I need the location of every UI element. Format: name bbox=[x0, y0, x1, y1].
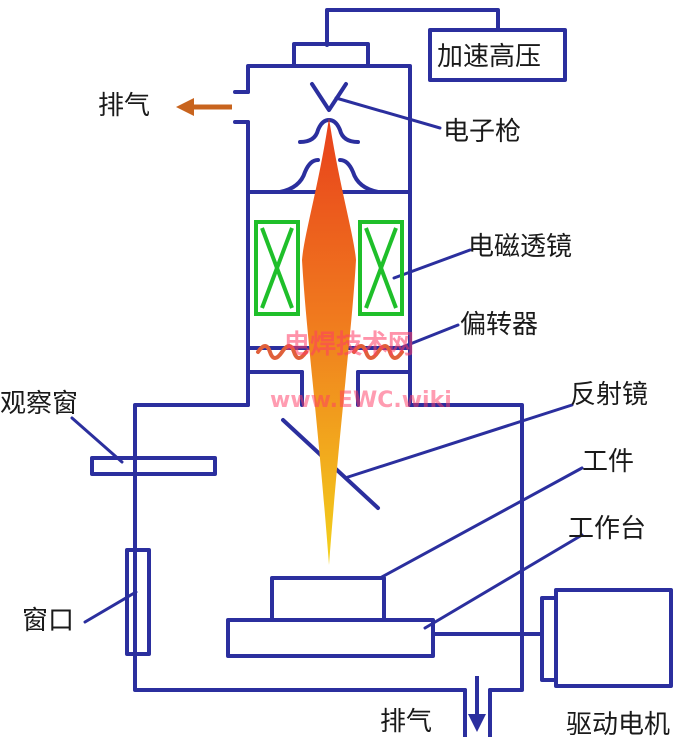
label-workpiece: 工件 bbox=[582, 447, 634, 477]
leader-window-port bbox=[83, 590, 138, 624]
watermark-line1: 电焊技术网 bbox=[284, 330, 414, 360]
leader-deflector bbox=[398, 323, 460, 350]
leader-viewing-window bbox=[70, 416, 124, 464]
label-drive-motor: 驱动电机 bbox=[566, 710, 670, 737]
anode bbox=[278, 158, 380, 194]
label-viewing-window: 观察窗 bbox=[0, 389, 78, 419]
label-window-port: 窗口 bbox=[22, 606, 74, 636]
accel-voltage-box bbox=[428, 28, 567, 82]
viewing-window bbox=[90, 456, 217, 476]
label-deflector: 偏转器 bbox=[460, 310, 538, 340]
chamber bbox=[133, 403, 524, 692]
watermark-line2: www.EWC.wiki bbox=[270, 388, 452, 413]
leader-electron-gun bbox=[334, 96, 442, 130]
motor-flange bbox=[540, 596, 558, 682]
exhaust-pipe bbox=[463, 688, 492, 739]
deflector-coil-left bbox=[256, 344, 308, 360]
leader-magnetic-lens bbox=[392, 248, 472, 280]
lens-coil-right bbox=[358, 220, 404, 316]
worktable bbox=[226, 618, 435, 658]
gun-cap bbox=[292, 42, 370, 68]
label-reflector: 反射镜 bbox=[570, 380, 648, 410]
deflector-coil-right bbox=[352, 344, 404, 360]
cathode bbox=[310, 82, 348, 112]
label-magnetic-lens: 电磁透镜 bbox=[468, 232, 572, 262]
electron-beam bbox=[302, 118, 356, 565]
exhaust-arrow-top bbox=[176, 98, 232, 116]
label-worktable: 工作台 bbox=[568, 514, 646, 544]
drive-motor bbox=[554, 588, 673, 688]
label-exhaust-top: 排气 bbox=[98, 91, 150, 121]
leader-worktable bbox=[423, 533, 584, 630]
label-accel-voltage: 加速高压 bbox=[437, 42, 541, 72]
column-body bbox=[246, 64, 412, 407]
label-exhaust-bottom: 排气 bbox=[380, 707, 432, 737]
label-electron-gun: 电子枪 bbox=[443, 117, 521, 147]
lens-coil-left bbox=[254, 220, 300, 316]
side-window bbox=[125, 548, 151, 656]
exhaust-arrow-bottom bbox=[468, 676, 486, 732]
leader-workpiece bbox=[378, 466, 584, 580]
aperture-nozzle bbox=[300, 370, 360, 407]
exhaust-stub bbox=[233, 90, 250, 124]
hv-wire bbox=[325, 8, 500, 47]
leader-reflector bbox=[343, 403, 574, 480]
workpiece bbox=[270, 576, 386, 622]
